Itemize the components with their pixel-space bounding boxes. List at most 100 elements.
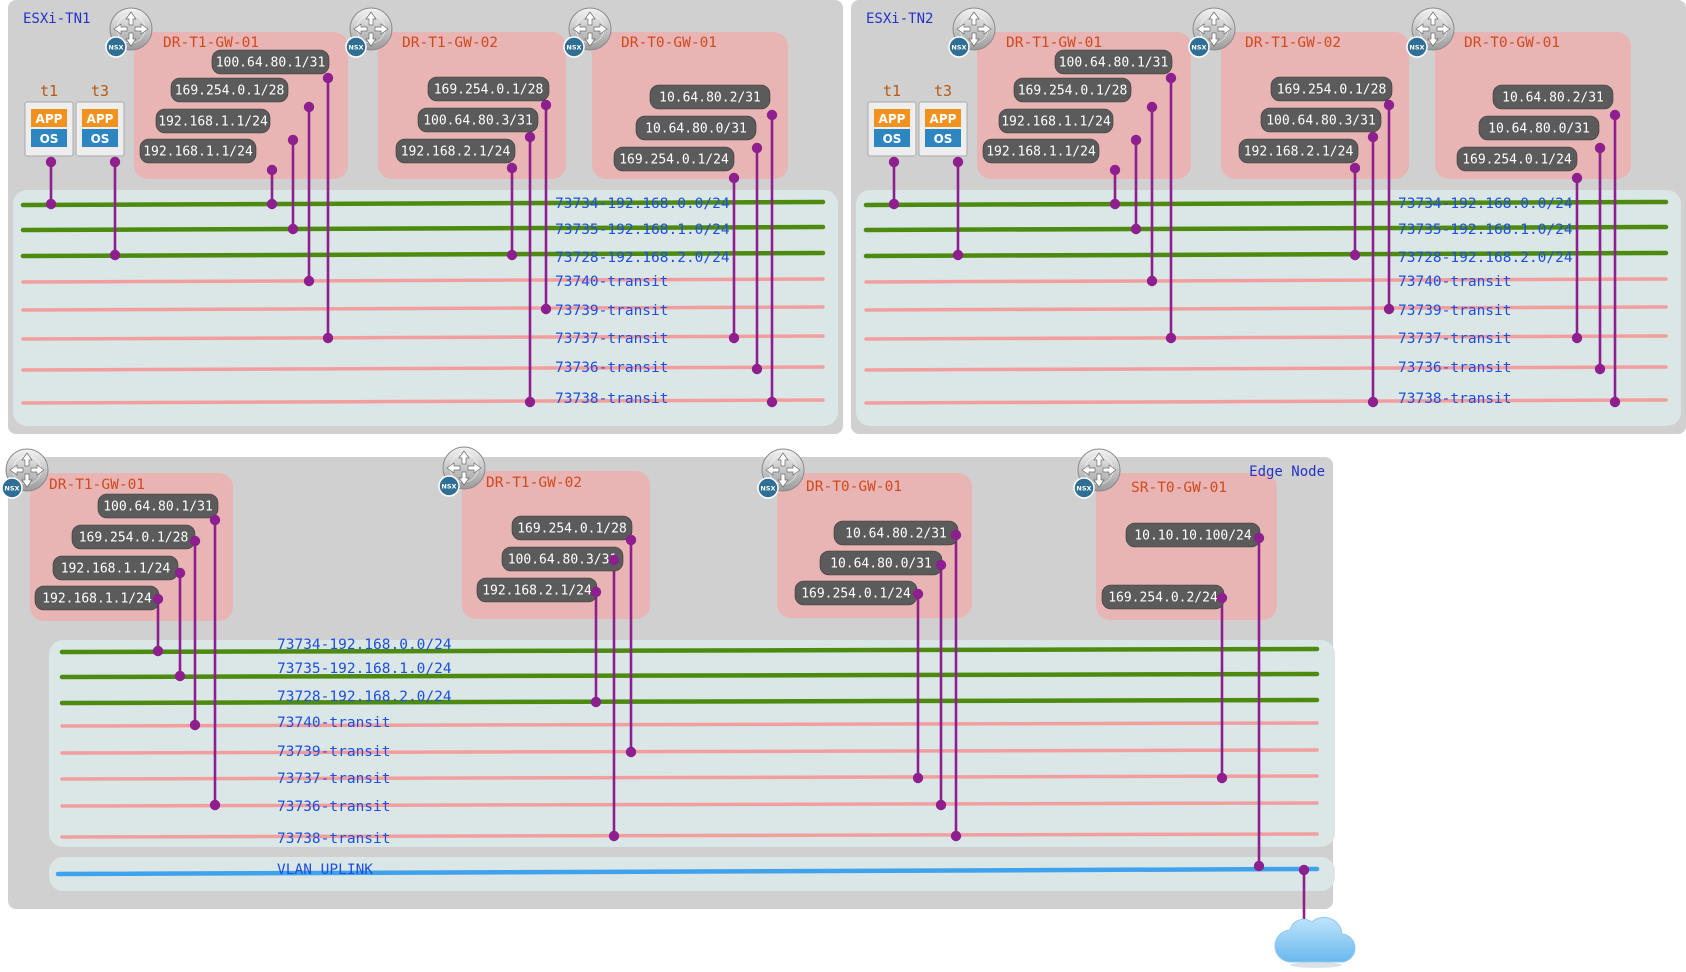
interface-dot	[1165, 72, 1177, 84]
transit-segment-line	[21, 334, 825, 341]
router-name: DR-T0-GW-01	[621, 35, 717, 51]
segment-label: 73736-transit	[277, 799, 391, 815]
router-arrow	[30, 464, 45, 476]
segment-label: 73735-192.168.1.0/24	[1398, 222, 1573, 238]
interface-address: 192.168.1.1/24	[158, 115, 268, 130]
nsx-badge-circle	[1073, 477, 1095, 499]
overlay-segment-line	[59, 646, 1320, 655]
router-arrow	[1093, 452, 1105, 467]
router-arrow	[1427, 32, 1439, 47]
interface-address: 169.254.0.1/28	[517, 522, 627, 537]
nsx-badge-label: NSX	[1076, 485, 1091, 493]
segment-attach-dot	[109, 249, 121, 261]
router-arrow	[765, 464, 780, 476]
nsx-badge-icon: NSX	[1073, 477, 1095, 499]
interface-dot	[152, 593, 164, 605]
interface-address: 192.168.2.1/24	[401, 145, 511, 160]
router-name: DR-T0-GW-01	[1464, 35, 1560, 51]
interface-pill-bg	[1270, 76, 1393, 102]
interface-pill-bg	[139, 138, 257, 164]
interface-pill: 10.64.80.0/31	[819, 550, 943, 576]
router-arrow	[467, 462, 482, 474]
transit-segment-line	[60, 774, 1319, 781]
interface-pill-bg	[211, 49, 330, 75]
segment-attach-dot	[1383, 303, 1395, 315]
transit-segment-line	[60, 721, 1319, 728]
transit-segment-line	[864, 398, 1668, 405]
interface-pill-bg	[613, 146, 735, 172]
segment-attach-dot	[45, 198, 57, 210]
segment-label: 73738-transit	[555, 391, 669, 407]
interface-pill-bg	[1238, 138, 1359, 164]
interface-address: 169.254.0.1/28	[434, 83, 544, 98]
interface-pill: 192.168.1.1/24	[139, 138, 257, 164]
transit-segment-line	[21, 365, 825, 372]
interface-dot	[287, 134, 299, 146]
vm-os-label: OS	[40, 132, 59, 146]
segment-attach-dot	[912, 772, 924, 784]
overlay-segment-line	[863, 250, 1669, 259]
router-arrow	[956, 23, 971, 35]
nsx-badge-icon: NSX	[1188, 36, 1210, 58]
interface-pill: 192.168.2.1/24	[395, 138, 516, 164]
segment-label: 73736-transit	[1398, 360, 1512, 376]
segment-attach-dot	[1609, 396, 1621, 408]
interface-pill: 192.168.2.1/24	[476, 577, 598, 603]
interface-address: 169.254.0.1/28	[1277, 83, 1387, 98]
transit-segment-line	[21, 305, 825, 312]
interface-dot	[1253, 532, 1265, 544]
transit-segment-line	[864, 365, 1668, 372]
vm-app-tile	[82, 109, 118, 127]
nsx-badge-label: NSX	[108, 44, 123, 52]
interface-pill-bg	[170, 77, 289, 103]
interface-pill: 10.64.80.0/31	[1478, 115, 1600, 141]
router-arrow	[374, 23, 389, 35]
segment-attach-dot	[1594, 363, 1606, 375]
interface-address: 192.168.1.1/24	[986, 145, 1096, 160]
interface-dot	[1383, 99, 1395, 111]
segment-attach-dot	[506, 249, 518, 261]
interface-pill: 169.254.0.2/24	[1101, 584, 1225, 610]
interface-pill: 10.64.80.2/31	[649, 84, 771, 110]
interface-pill: 192.168.2.1/24	[1238, 138, 1359, 164]
segment-attach-dot	[1349, 249, 1361, 261]
interface-dot	[1609, 109, 1621, 121]
segment-label: 73740-transit	[1398, 274, 1512, 290]
segment-attach-dot	[1165, 332, 1177, 344]
nsx-badge-circle	[563, 36, 585, 58]
interface-address: 100.64.80.3/31	[1266, 114, 1376, 129]
router-arrow	[1208, 11, 1220, 26]
router-arrow	[458, 471, 470, 486]
transit-segment-line	[864, 334, 1668, 341]
segment-attach-dot	[209, 799, 221, 811]
interface-pill: 169.254.0.1/24	[794, 580, 918, 606]
interface-pill: 169.254.0.1/28	[1270, 76, 1393, 102]
router-arrow	[1081, 464, 1096, 476]
interface-dot	[1594, 142, 1606, 154]
segment-label: 73737-transit	[1398, 331, 1512, 347]
transit-segment-line	[864, 277, 1668, 284]
nsx-badge-icon: NSX	[345, 36, 367, 58]
router-arrow	[777, 473, 789, 488]
interface-pill: 100.64.80.1/31	[97, 493, 219, 519]
transit-segment-line	[21, 398, 825, 405]
segment-attach-dot	[1367, 396, 1379, 408]
vm-app-label: APP	[36, 112, 63, 126]
interface-address: 169.254.0.1/28	[79, 531, 189, 546]
segment-attach-dot	[322, 332, 334, 344]
vm-app-label: APP	[930, 112, 957, 126]
nsx-badge-circle	[1, 477, 23, 499]
nsx-badge-label: NSX	[4, 485, 19, 493]
router-arrow	[125, 32, 137, 47]
cloud-icon	[1274, 916, 1356, 968]
segment-attach-dot	[152, 645, 164, 657]
segment-attach-dot	[174, 670, 186, 682]
interface-pill: 100.64.80.3/31	[1260, 107, 1382, 133]
vm-name: t1	[40, 82, 58, 100]
nsx-badge-icon: NSX	[563, 36, 585, 58]
router-arrow	[584, 32, 596, 47]
vm-nic-dot	[109, 156, 121, 168]
interface-dot	[1571, 172, 1583, 184]
segment-label: 73738-transit	[1398, 391, 1512, 407]
router-arrow	[125, 11, 137, 26]
